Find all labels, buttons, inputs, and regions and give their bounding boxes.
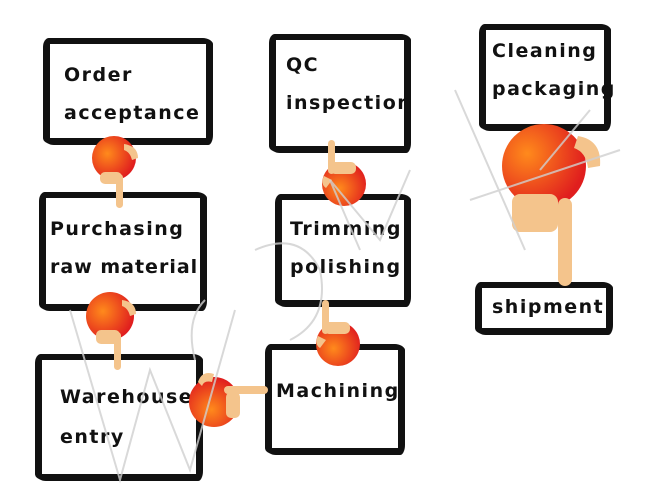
step-order-label-2: acceptance bbox=[64, 102, 201, 124]
step-shipment-label: shipment bbox=[492, 296, 605, 318]
step-shipment bbox=[476, 282, 612, 334]
step-trimming-label-1: Trimming bbox=[290, 218, 402, 240]
step-cleaning-label-2: packaging bbox=[492, 78, 616, 100]
step-warehouse-entry bbox=[36, 354, 202, 480]
step-purchasing-label-1: Purchasing bbox=[50, 218, 185, 240]
pointing-hand-ball-icon bbox=[316, 300, 360, 366]
step-trimming-label-2: polishing bbox=[290, 256, 402, 278]
step-qc-label-2: inspection bbox=[286, 92, 413, 114]
step-order-label-1: Order bbox=[64, 64, 133, 86]
step-purchasing bbox=[40, 192, 206, 310]
step-qc-label-1: QC bbox=[286, 54, 320, 76]
pointing-hand-ball-icon bbox=[92, 136, 138, 208]
step-cleaning-label-1: Cleaning bbox=[492, 40, 598, 62]
pointing-hand-ball-icon bbox=[322, 140, 366, 206]
step-warehouse-label-1: Warehouse bbox=[60, 386, 194, 408]
step-order-acceptance bbox=[44, 38, 212, 144]
step-purchasing-label-2: raw material bbox=[50, 256, 199, 278]
step-machining-label: Machining bbox=[276, 380, 400, 402]
step-warehouse-label-2: entry bbox=[60, 426, 125, 448]
step-qc-inspection bbox=[270, 34, 410, 152]
pointing-hand-ball-icon bbox=[502, 124, 601, 286]
pointing-hand-ball-icon bbox=[86, 292, 136, 370]
pointing-hand-ball-icon bbox=[189, 373, 268, 427]
